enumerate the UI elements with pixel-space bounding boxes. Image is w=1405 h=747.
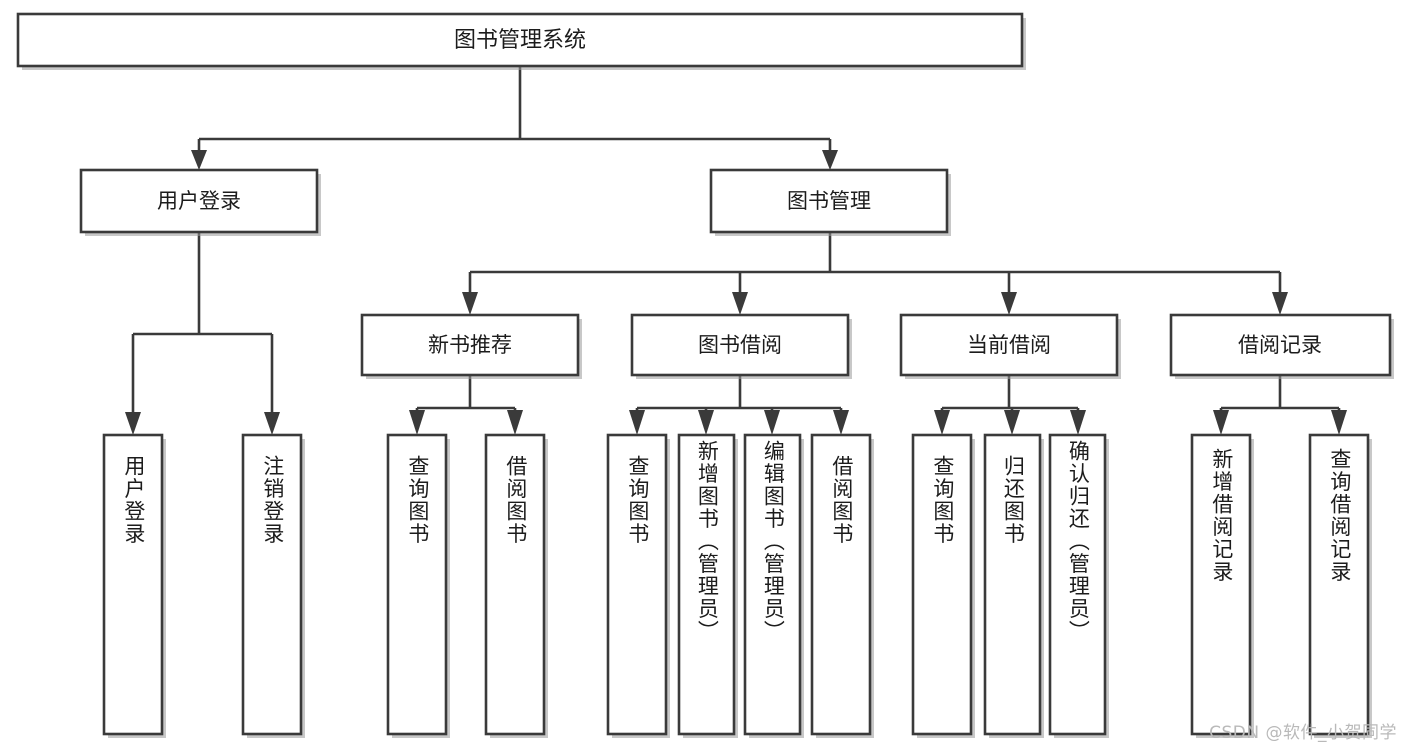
node-borrow-record[interactable]: 借阅记录 <box>1169 313 1394 379</box>
arrow-head-leaf-borrow-book-a <box>507 410 523 435</box>
node-user-login[interactable]: 用户登录 <box>79 168 321 236</box>
leaf-return-book[interactable] <box>983 433 1044 738</box>
leaf-user-login[interactable] <box>102 433 166 738</box>
node-book-borrow-box[interactable] <box>630 313 850 377</box>
leaf-query-record[interactable] <box>1308 433 1372 738</box>
node-borrow-record-box[interactable] <box>1169 313 1392 377</box>
leaf-confirm-return-box[interactable] <box>1048 433 1107 736</box>
leaf-user-login-box[interactable] <box>102 433 164 736</box>
leaf-query-book-b[interactable] <box>606 433 670 738</box>
leaf-confirm-return[interactable] <box>1048 433 1109 738</box>
arrow-head-leaf-confirm-return <box>1070 410 1086 435</box>
arrow-head-borrow-record <box>1272 292 1288 315</box>
node-book-manage-label: 图书管理 <box>787 189 871 213</box>
arrow-head-new-book-rec <box>462 292 478 315</box>
node-current-borrow-box[interactable] <box>899 313 1119 377</box>
leaf-edit-book[interactable] <box>743 433 804 738</box>
arrow-head-leaf-query-book-b <box>629 410 645 435</box>
leaf-query-book-a-box[interactable] <box>386 433 448 736</box>
arrow-head-leaf-add-record <box>1213 410 1229 435</box>
leaf-add-record[interactable] <box>1190 433 1254 738</box>
arrow-head-user-login <box>191 150 207 170</box>
node-book-manage-box[interactable] <box>709 168 949 234</box>
leaf-return-book-box[interactable] <box>983 433 1042 736</box>
node-root-box[interactable] <box>16 12 1024 68</box>
leaf-borrow-book-b[interactable] <box>810 433 874 738</box>
node-book-manage[interactable]: 图书管理 <box>709 168 951 236</box>
leaf-box-group <box>102 433 1372 738</box>
csdn-watermark: CSDN @软件_小贺同学 <box>1209 723 1397 743</box>
arrow-head-leaf-edit-book <box>764 410 780 435</box>
arrow-head-leaf-add-book <box>698 410 714 435</box>
arrow-head-leaf-query-book-c <box>934 410 950 435</box>
leaf-borrow-book-b-box[interactable] <box>810 433 872 736</box>
node-book-borrow[interactable]: 图书借阅 <box>630 313 852 379</box>
node-current-borrow[interactable]: 当前借阅 <box>899 313 1121 379</box>
node-user-login-label: 用户登录 <box>157 189 241 213</box>
leaf-query-book-c[interactable] <box>911 433 975 738</box>
leaf-add-book-box[interactable] <box>677 433 736 736</box>
arrow-head-leaf-borrow-book-b <box>833 410 849 435</box>
arrow-head-leaf-query-record <box>1331 410 1347 435</box>
leaf-borrow-book-a[interactable] <box>484 433 548 738</box>
node-borrow-record-label: 借阅记录 <box>1238 333 1322 357</box>
leaf-add-book[interactable] <box>677 433 738 738</box>
arrow-head-book-manage <box>822 150 838 170</box>
connector-group <box>125 66 1347 435</box>
leaf-query-book-a[interactable] <box>386 433 450 738</box>
arrow-head-book-borrow <box>732 292 748 315</box>
node-current-borrow-label: 当前借阅 <box>967 333 1051 357</box>
leaf-logout[interactable] <box>241 433 305 738</box>
node-book-borrow-label: 图书借阅 <box>698 333 782 357</box>
leaf-add-record-box[interactable] <box>1190 433 1252 736</box>
leaf-borrow-book-a-box[interactable] <box>484 433 546 736</box>
arrow-head-leaf-logout <box>264 412 280 435</box>
leaf-query-book-c-box[interactable] <box>911 433 973 736</box>
node-root-label: 图书管理系统 <box>454 28 586 53</box>
arrow-head-leaf-query-book-a <box>409 410 425 435</box>
leaf-query-book-b-box[interactable] <box>606 433 668 736</box>
arrow-head-leaf-return-book <box>1004 410 1020 435</box>
node-new-book-rec-box[interactable] <box>360 313 580 377</box>
leaf-edit-book-box[interactable] <box>743 433 802 736</box>
leaf-logout-box[interactable] <box>241 433 303 736</box>
leaf-query-record-box[interactable] <box>1308 433 1370 736</box>
node-new-book-rec-label: 新书推荐 <box>428 333 512 357</box>
arrow-head-current-borrow <box>1001 292 1017 315</box>
node-user-login-box[interactable] <box>79 168 319 234</box>
node-new-book-rec[interactable]: 新书推荐 <box>360 313 582 379</box>
node-root[interactable]: 图书管理系统 <box>16 12 1026 70</box>
arrow-head-leaf-user-login <box>125 412 141 435</box>
